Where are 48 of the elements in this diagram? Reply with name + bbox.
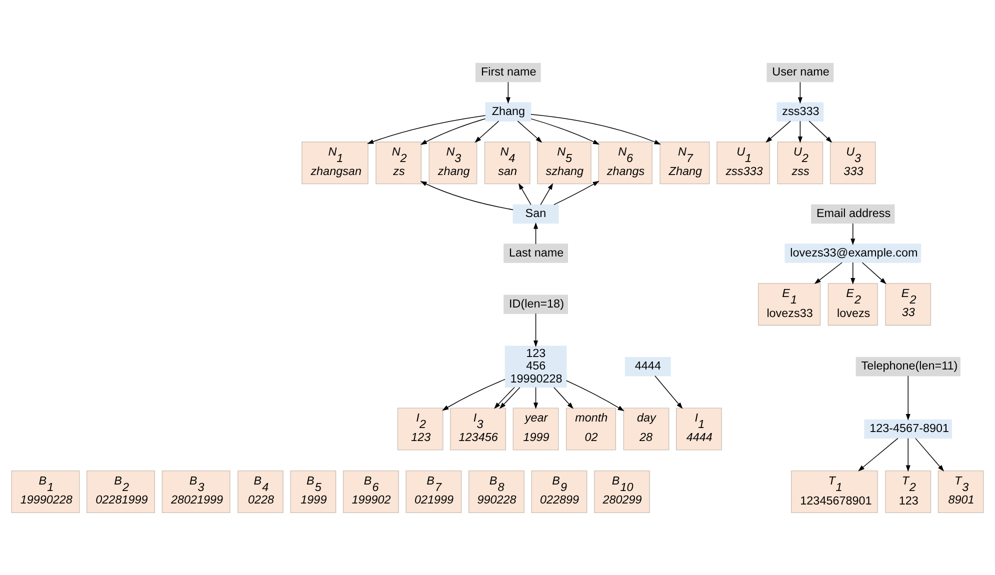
node-box: month 02 [566,407,616,450]
arrow [915,437,944,472]
arrow [554,180,600,205]
arrow [533,312,538,347]
arrow [494,386,515,408]
arrow [654,375,683,408]
arrow [420,180,514,210]
arrow [566,380,624,411]
arrow [906,437,910,472]
arrow [862,262,886,284]
node-box: ID(len=18) [504,294,568,314]
arrow [798,81,802,104]
arrow [530,118,600,144]
arrow [517,120,542,142]
node-box: Last name [504,243,568,262]
node-box: Email address [811,204,895,224]
arrow [798,120,802,143]
arrow [506,81,510,104]
node-box: Zhang [485,102,532,121]
arrow [474,120,500,142]
arrow [766,120,791,142]
arrow [858,437,898,471]
arrow [530,114,661,144]
node-box: First name [476,62,541,82]
node-box: zss333 [776,102,824,121]
node-box: San [512,204,559,224]
node-box: 123 456 19990228 [504,345,567,388]
node-box: day 28 [623,407,670,450]
node-box: year 1999 [512,407,559,450]
arrow [540,182,554,205]
arrow [367,114,486,144]
arrow [850,262,856,284]
node-box: 4444 [624,356,671,376]
arrow [553,386,574,408]
arrow [814,262,842,284]
node-box: Telephone(len=11) [856,356,960,376]
arrow [420,118,486,144]
arrow [442,378,506,410]
arrow [850,222,856,245]
arrow [808,120,832,142]
arrow [499,386,520,408]
arrow [533,386,538,409]
arrow [518,182,532,205]
node-box: User name [766,62,834,82]
arrow [906,375,910,420]
node-box: 123-4567-8901 [864,418,952,438]
node-box: lovezs33@example.com [784,243,922,262]
arrow [533,222,538,244]
